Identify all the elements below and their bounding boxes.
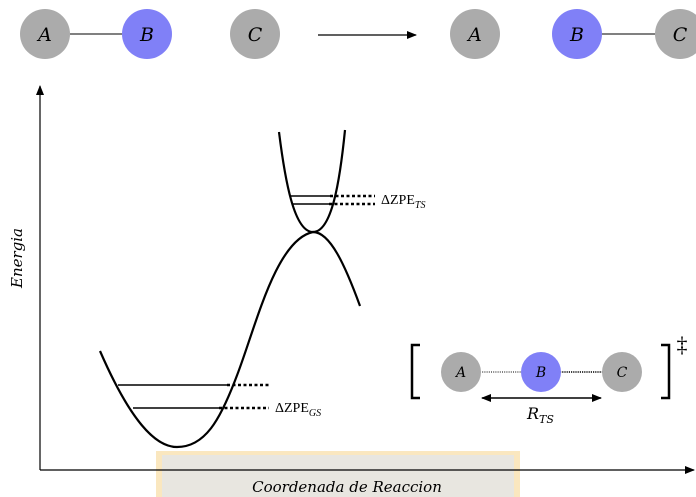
atom-a-product-label: A (466, 24, 482, 46)
gs-vibrational-levels (118, 383, 269, 410)
rts-label: RTS (526, 404, 554, 426)
reactants: A B C (20, 9, 280, 59)
ts-atom-c (602, 352, 642, 392)
double-dagger: ‡ (677, 332, 688, 357)
watermark (156, 451, 520, 497)
atom-a-reactant-label: A (36, 24, 52, 46)
atom-c-reactant-label: C (248, 24, 263, 46)
atom-c-product (655, 9, 696, 59)
ts-atom-a (441, 352, 481, 392)
x-axis-label: Coordenada de Reaccion (252, 478, 442, 496)
atom-b-product (552, 9, 602, 59)
atom-b-reactant (122, 9, 172, 59)
atom-a-reactant (20, 9, 70, 59)
atom-c-reactant (230, 9, 280, 59)
ts-orthogonal-well (277, 129, 347, 234)
ts-atom-b-label: B (535, 365, 546, 381)
right-bracket (661, 343, 671, 400)
atom-a-product (450, 9, 500, 59)
ts-atom-a-label: A (454, 365, 466, 381)
ts-vibrational-levels (290, 194, 375, 206)
atom-b-product-label: B (569, 24, 584, 46)
ts-atom-b (521, 352, 561, 392)
y-axis-label: Energia (8, 228, 26, 289)
potential-energy-curve (98, 230, 362, 449)
atom-c-product-label: C (673, 24, 688, 46)
products: A B C (450, 9, 696, 59)
transition-state-complex: ‡ A B C RTS (410, 332, 688, 426)
ts-atom-c-label: C (617, 365, 628, 381)
left-bracket (410, 343, 420, 400)
atom-b-reactant-label: B (139, 24, 154, 46)
dzpe-ts-label: ΔZPETS (381, 193, 425, 211)
dzpe-gs-label: ΔZPEGS (275, 401, 321, 419)
